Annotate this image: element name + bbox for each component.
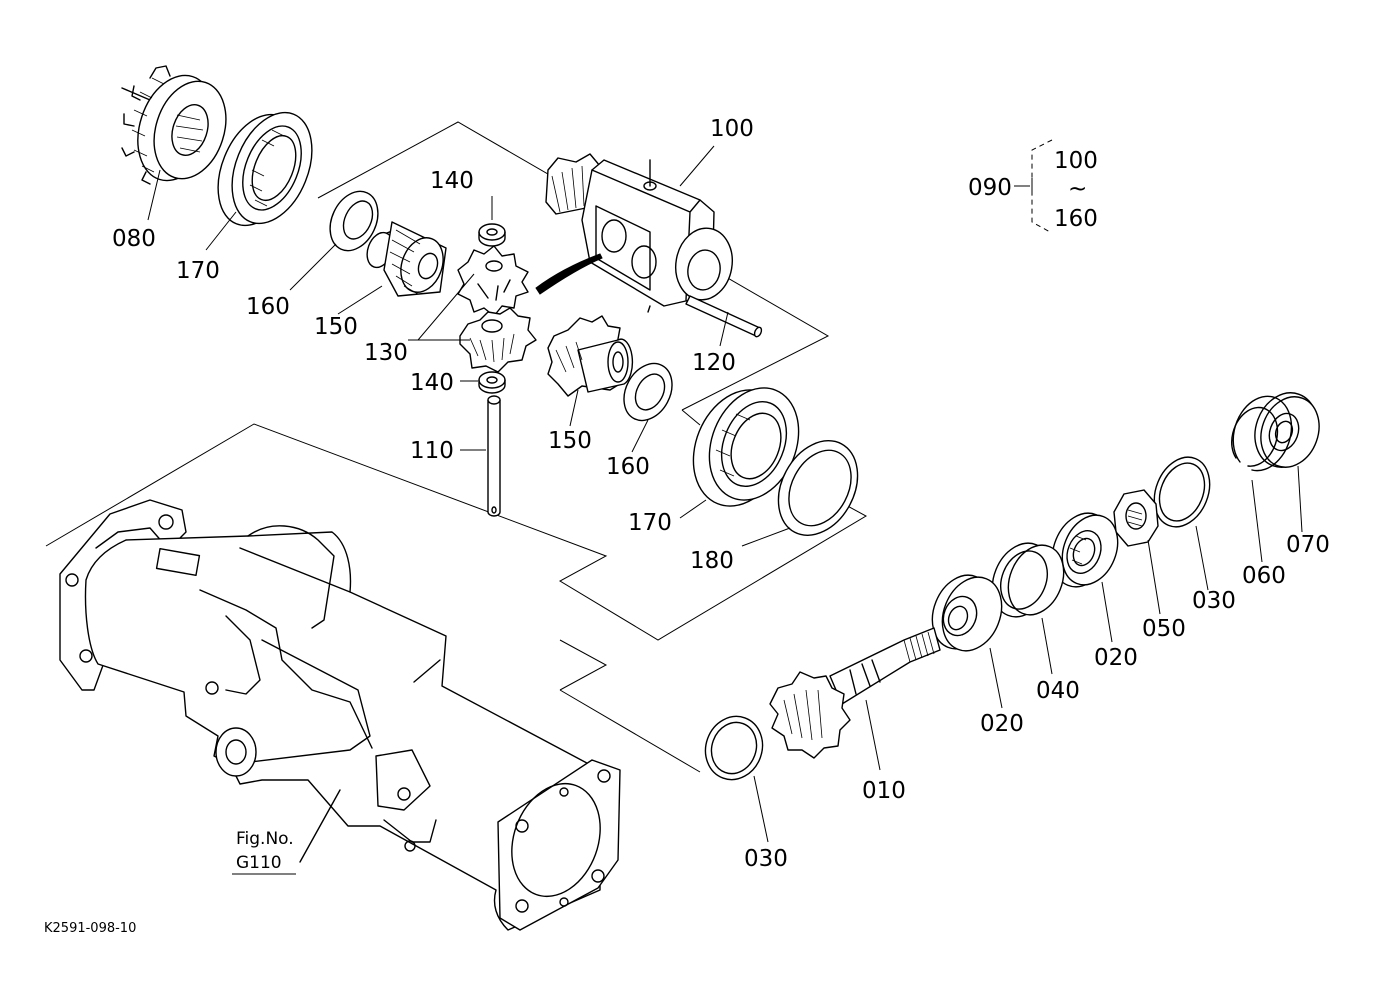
part-150-right-side-gear[interactable] <box>547 315 634 397</box>
label-100-top: 100 <box>710 116 754 142</box>
part-030-bottom-ring[interactable] <box>697 708 772 787</box>
label-110: 110 <box>410 438 454 464</box>
label-180: 180 <box>690 548 734 574</box>
axle-housing[interactable] <box>59 499 621 931</box>
part-030-right-ring[interactable] <box>1144 449 1219 535</box>
part-060-snap-ring[interactable] <box>1231 395 1293 472</box>
figure-reference: Fig.No. G110 <box>232 829 296 875</box>
label-160-left: 160 <box>246 294 290 320</box>
part-020-left-bearing[interactable] <box>922 566 1012 659</box>
drawing-code: K2591-098-10 <box>44 921 136 936</box>
label-030-bottom: 030 <box>744 846 788 872</box>
part-140-top-washer[interactable] <box>478 223 506 247</box>
label-010: 010 <box>862 778 906 804</box>
label-050: 050 <box>1142 616 1186 642</box>
label-070: 070 <box>1286 532 1330 558</box>
label-170-top: 170 <box>176 258 220 284</box>
part-160-left-washer[interactable] <box>321 184 387 259</box>
part-050-lock-nut[interactable] <box>1113 489 1159 547</box>
label-030-right: 030 <box>1192 588 1236 614</box>
label-090: 090 <box>968 175 1012 201</box>
label-020-right: 020 <box>1094 645 1138 671</box>
part-150-left-side-gear[interactable] <box>363 221 451 298</box>
part-100-differential-case[interactable] <box>535 153 738 313</box>
label-020-left: 020 <box>980 711 1024 737</box>
part-020-right-bearing[interactable] <box>1042 504 1128 595</box>
fig-no-label: Fig.No. <box>236 829 294 849</box>
label-150-left: 150 <box>314 314 358 340</box>
part-160-right-washer[interactable] <box>614 355 681 429</box>
label-080: 080 <box>112 226 156 252</box>
label-170-right: 170 <box>628 510 672 536</box>
part-180-shim[interactable] <box>763 427 874 549</box>
label-range-start: 100 <box>1054 148 1098 174</box>
label-range-tilde: ~ <box>1068 176 1087 202</box>
leader-lines <box>147 139 1303 843</box>
part-080-coupling-gear[interactable] <box>121 65 238 191</box>
part-130-upper-pinion[interactable] <box>457 245 529 317</box>
label-150-right: 150 <box>548 428 592 454</box>
label-140-top: 140 <box>430 168 474 194</box>
part-040-spacer[interactable] <box>982 534 1074 625</box>
label-160-right: 160 <box>606 454 650 480</box>
label-range-end: 160 <box>1054 206 1098 232</box>
part-number-labels: 100 090 100 ~ 160 140 080 170 160 150 13… <box>112 116 1330 872</box>
label-040: 040 <box>1036 678 1080 704</box>
label-120: 120 <box>692 350 736 376</box>
label-060: 060 <box>1242 563 1286 589</box>
part-010-bevel-pinion-shaft[interactable] <box>769 627 941 759</box>
part-070-oil-seal[interactable] <box>1245 384 1329 476</box>
part-110-pinion-shaft[interactable] <box>487 395 501 517</box>
part-170-top-bearing[interactable] <box>203 101 327 238</box>
label-130: 130 <box>364 340 408 366</box>
part-120-spring-pin[interactable] <box>685 295 763 338</box>
part-140-bottom-washer[interactable] <box>478 371 506 394</box>
fig-no-number: G110 <box>236 853 282 873</box>
label-140-bottom: 140 <box>410 370 454 396</box>
part-170-right-bearing[interactable] <box>677 374 815 520</box>
part-130-lower-pinion[interactable] <box>459 307 537 373</box>
